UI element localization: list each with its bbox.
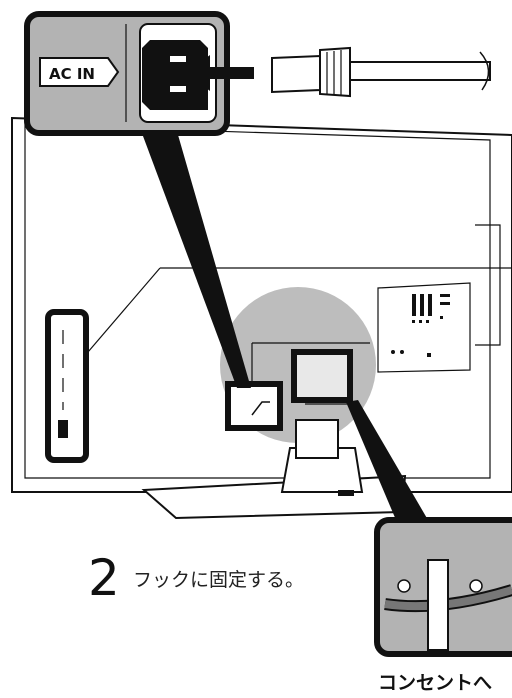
rating-label-plate [377, 282, 471, 373]
ac-in-zoom-callout [24, 11, 230, 136]
insert-arrow-icon [186, 55, 254, 91]
power-cable-plug [271, 46, 491, 98]
hook-leader [346, 400, 428, 520]
hook-zoom-callout [374, 517, 512, 657]
side-terminals-callout [45, 309, 89, 463]
step-instruction: フックに固定する。 [133, 569, 305, 591]
tv-stand [141, 419, 407, 520]
hook-callout [291, 349, 353, 403]
ac-in-label: AC IN [49, 65, 95, 83]
outlet-caption: コンセントへ [378, 672, 493, 694]
power-socket-callout [225, 381, 283, 431]
ac-in-leader [140, 128, 251, 388]
iec-inlet-socket [142, 40, 208, 110]
step-number: 2 [88, 549, 120, 607]
